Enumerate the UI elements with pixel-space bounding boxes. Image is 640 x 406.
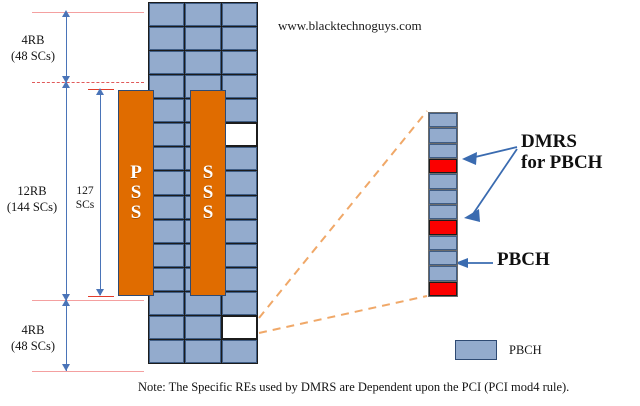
detail-cell-pbch bbox=[429, 113, 457, 128]
arrow-up-icon-bottomband bbox=[62, 299, 70, 306]
dmrs-callout-label: DMRS for PBCH bbox=[521, 131, 602, 174]
grid-cell-pbch bbox=[221, 243, 257, 267]
dmrs-callout-line1: DMRS bbox=[521, 131, 577, 152]
detail-cell-dmrs bbox=[429, 281, 457, 296]
sss-letter: S bbox=[202, 201, 214, 223]
label-middle-band: 12RB (144 SCs) bbox=[0, 184, 64, 215]
pss-letter: P bbox=[130, 162, 142, 184]
guide-line-bottom-band-top bbox=[32, 300, 144, 301]
pbch-callout-label: PBCH bbox=[497, 249, 550, 270]
arrow-up-icon-sync-top bbox=[96, 88, 104, 95]
guide-line-top bbox=[32, 12, 144, 13]
detail-column bbox=[428, 112, 458, 297]
grid-cell-pbch bbox=[185, 339, 221, 363]
guide-line-sync-bottom bbox=[88, 296, 114, 297]
grid-cell-pbch bbox=[221, 267, 257, 291]
grid-cell-pbch bbox=[149, 315, 185, 339]
label-middle-band-line1: 12RB bbox=[17, 184, 47, 198]
footer-note: Note: The Specific REs used by DMRS are … bbox=[138, 380, 570, 394]
sss-letter: S bbox=[202, 162, 214, 184]
grid-cell-pbch bbox=[221, 195, 257, 219]
arrow-up-icon-outer-top bbox=[62, 10, 70, 17]
grid-cell-pbch bbox=[149, 219, 185, 243]
detail-cell-pbch bbox=[429, 174, 457, 189]
arrow-up-icon-midband bbox=[62, 81, 70, 88]
label-sync-band-line1: 127 bbox=[76, 185, 94, 197]
grid-cell-pbch bbox=[149, 267, 185, 291]
grid-cell-pbch bbox=[221, 27, 257, 51]
callout-arrow-icon bbox=[462, 146, 518, 264]
detail-cell-pbch bbox=[429, 189, 457, 204]
label-sync-band-line2: SCs bbox=[75, 199, 95, 212]
grid-cell-pbch bbox=[149, 339, 185, 363]
grid-cell-pbch bbox=[185, 3, 221, 27]
arrow-down-icon-outer-bottom bbox=[62, 364, 70, 371]
label-bottom-band-line2: (48 SCs) bbox=[10, 338, 56, 353]
grid-cell-pbch bbox=[149, 195, 185, 219]
grid-cell-empty bbox=[221, 123, 257, 147]
grid-cell-pbch bbox=[149, 3, 185, 27]
guide-line-bottom bbox=[32, 371, 144, 372]
detail-cell-pbch bbox=[429, 266, 457, 281]
grid-cell-pbch bbox=[185, 27, 221, 51]
grid-cell-pbch bbox=[185, 51, 221, 75]
label-sync-band: 127 SCs bbox=[71, 184, 99, 213]
grid-cell-pbch bbox=[221, 99, 257, 123]
grid-cell-pbch bbox=[221, 75, 257, 99]
detail-cell-pbch bbox=[429, 250, 457, 266]
grid-cell-pbch bbox=[149, 99, 185, 123]
grid-cell-pbch bbox=[149, 123, 185, 147]
arrow-down-icon-sync-bottom bbox=[96, 289, 104, 296]
measure-rail-sync bbox=[100, 90, 101, 295]
guide-line-top-band-bottom bbox=[32, 82, 144, 83]
pss-letter: S bbox=[130, 182, 142, 204]
grid-cell-pbch bbox=[185, 315, 221, 339]
pss-letter: S bbox=[130, 201, 142, 223]
legend: PBCH bbox=[455, 340, 542, 360]
grid-cell-pbch bbox=[149, 27, 185, 51]
grid-cell-pbch bbox=[221, 219, 257, 243]
grid-cell-pbch bbox=[221, 339, 257, 363]
label-top-band-line2: (48 SCs) bbox=[10, 48, 56, 63]
arrow-down-icon-topband bbox=[62, 76, 70, 83]
grid-cell-pbch bbox=[149, 243, 185, 267]
arrow-down-icon-midband bbox=[62, 294, 70, 301]
detail-cell-pbch bbox=[429, 235, 457, 250]
grid-cell-pbch bbox=[221, 147, 257, 171]
dmrs-callout-line2: for PBCH bbox=[521, 152, 603, 174]
grid-cell-pbch bbox=[221, 171, 257, 195]
label-top-band: 4RB (48 SCs) bbox=[4, 33, 62, 64]
detail-cell-pbch bbox=[429, 128, 457, 143]
grid-cell-empty bbox=[221, 315, 257, 339]
detail-cell-pbch bbox=[429, 204, 457, 220]
legend-swatch-pbch bbox=[455, 340, 497, 360]
grid-cell-pbch bbox=[221, 3, 257, 27]
detail-cell-dmrs bbox=[429, 220, 457, 235]
grid-cell-pbch bbox=[149, 51, 185, 75]
grid-cell-pbch bbox=[149, 171, 185, 195]
grid-cell-pbch bbox=[221, 291, 257, 315]
grid-cell-pbch bbox=[221, 51, 257, 75]
zoom-connector-icon bbox=[258, 110, 428, 334]
sss-letter: S bbox=[202, 182, 214, 204]
label-middle-band-line2: (144 SCs) bbox=[6, 199, 58, 214]
label-bottom-band: 4RB (48 SCs) bbox=[4, 323, 62, 354]
callout-arrow-heads bbox=[455, 152, 480, 268]
label-bottom-band-line1: 4RB bbox=[21, 323, 45, 337]
detail-cell-pbch bbox=[429, 143, 457, 158]
detail-cell-dmrs bbox=[429, 158, 457, 174]
legend-label-pbch: PBCH bbox=[509, 342, 542, 357]
grid-cell-pbch bbox=[149, 147, 185, 171]
label-top-band-line1: 4RB bbox=[21, 33, 45, 47]
watermark-text: www.blacktechnoguys.com bbox=[278, 18, 422, 33]
grid-cell-pbch bbox=[149, 75, 185, 99]
measure-rail-outer bbox=[66, 12, 67, 371]
grid-cell-pbch bbox=[149, 291, 185, 315]
